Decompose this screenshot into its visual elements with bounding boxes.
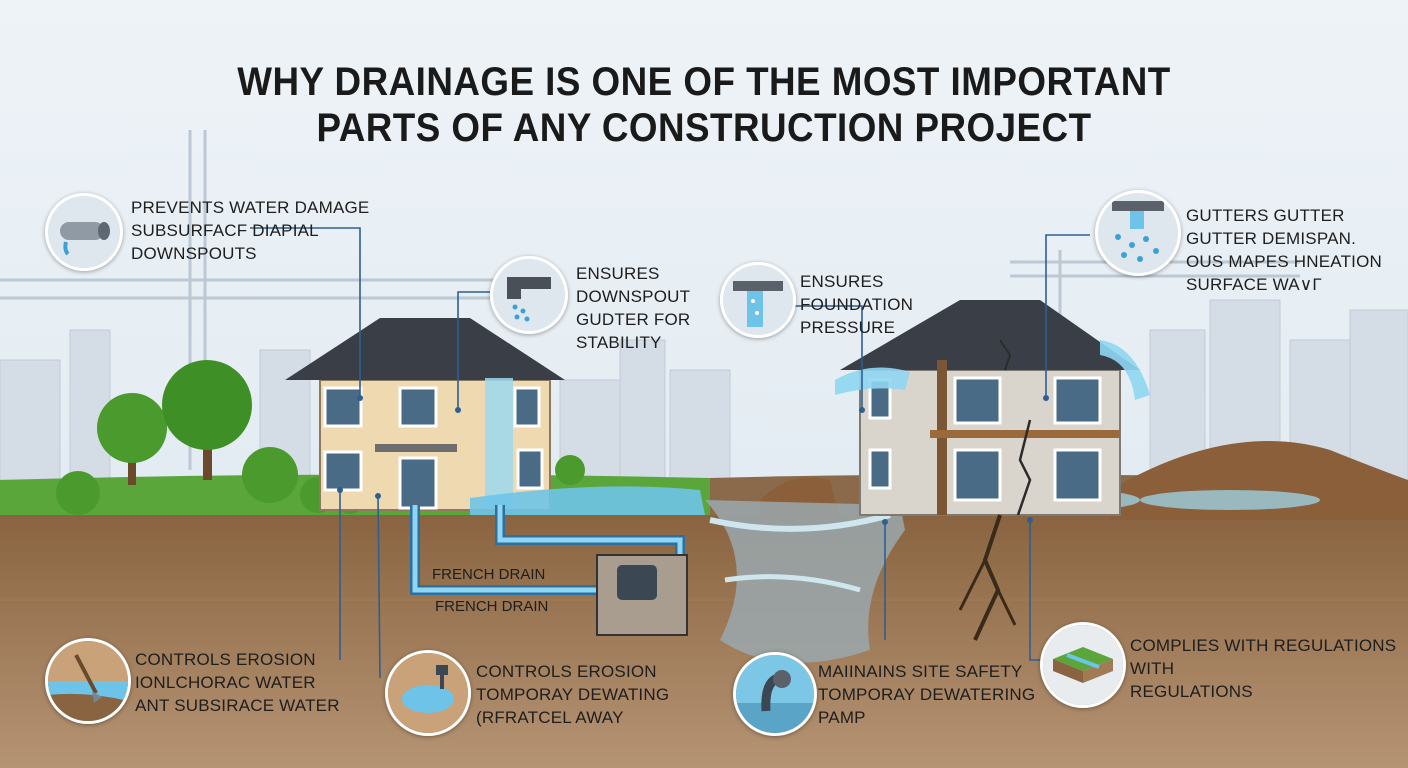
soil xyxy=(0,515,1408,768)
erosion-shovel-icon xyxy=(45,638,131,724)
callout-line: SURFACE WA∨Г xyxy=(1186,275,1322,294)
house-damaged xyxy=(835,300,1150,641)
callout-line: ENSURES xyxy=(800,272,884,291)
callout-line: IONLCHORAC WATER xyxy=(135,673,316,692)
callout-line: TOMPORAY DEWATERING xyxy=(818,685,1036,704)
callout-prevents-water-damage: PREVENTS WATER DAMAGE SUBSURFACF DIAPIAL… xyxy=(131,196,369,265)
dewatering-pond-icon xyxy=(385,650,471,736)
callout-line: FOUNDATION xyxy=(800,295,914,314)
callout-line: MAIINAINS SITE SAFETY xyxy=(818,662,1023,681)
house-good xyxy=(285,318,565,511)
gutter-downspout-icon xyxy=(490,256,568,334)
callout-line: SUBSURFACF DIAPIAL xyxy=(131,221,319,240)
saturated-soil xyxy=(705,500,905,663)
callout-line: PAMP xyxy=(818,708,866,727)
dripping-roof-icon xyxy=(1095,190,1181,276)
callout-gutters: GUTTERS GUTTER GUTTER DEMISPAN. OUS MAPE… xyxy=(1186,204,1382,296)
french-drain-label-upper: FRENCH DRAIN xyxy=(432,566,546,583)
callout-line: DOWNSPOUT xyxy=(576,287,691,306)
title-line-2: PARTS OF ANY CONSTRUCTION PROJECT xyxy=(316,106,1092,150)
dewatering-pump-icon xyxy=(733,652,817,736)
callout-maintains-site-safety: MAIINAINS SITE SAFETY TOMPORAY DEWATERIN… xyxy=(818,660,1035,729)
callout-controls-erosion-mid: CONTROLS EROSION TOMPORAY DEWATING (RFRA… xyxy=(476,660,669,729)
gutter-flow-icon xyxy=(720,262,796,338)
title-line-1: WHY DRAINAGE IS ONE OF THE MOST IMPORTAN… xyxy=(237,60,1171,104)
callout-line: DOWNSPOUTS xyxy=(131,244,257,263)
callout-line: GUTTERS GUTTER xyxy=(1186,206,1345,225)
callout-controls-erosion-left: CONTROLS EROSION IONLCHORAC WATER ANT SU… xyxy=(135,648,340,717)
callout-line: WITH xyxy=(1130,659,1175,678)
callout-line: OUS MAPES HNEATION xyxy=(1186,252,1382,271)
callout-line: PRESSURE xyxy=(800,318,896,337)
callout-line: COMPLIES WITH REGULATIONS xyxy=(1130,636,1397,655)
callout-ensures-foundation: ENSURES FOUNDATION PRESSURE xyxy=(800,270,913,339)
callout-line: REGULATIONS xyxy=(1130,682,1253,701)
callout-line: CONTROLS EROSION xyxy=(476,662,657,681)
callout-line: GUTTER DEMISPAN. xyxy=(1186,229,1357,248)
callout-line: GUDTER FOR xyxy=(576,310,691,329)
callout-complies-regulations: COMPLIES WITH REGULATIONS WITH REGULATIO… xyxy=(1130,634,1396,703)
french-drain-label-lower: FRENCH DRAIN xyxy=(435,598,549,615)
regulation-layers-icon xyxy=(1040,622,1126,708)
surface-water-left xyxy=(470,486,705,515)
drain-pipe-icon xyxy=(45,193,123,271)
callout-ensures-downspout: ENSURES DOWNSPOUT GUDTER FOR STABILITY xyxy=(576,262,690,354)
callout-line: CONTROLS EROSION xyxy=(135,650,316,669)
trees xyxy=(56,360,585,515)
callout-line: TOMPORAY DEWATING xyxy=(476,685,670,704)
callout-line: PREVENTS WATER DAMAGE xyxy=(131,198,370,217)
callout-line: (RFRATCEL AWAY xyxy=(476,708,624,727)
callout-line: ENSURES xyxy=(576,264,660,283)
callout-line: STABILITY xyxy=(576,333,662,352)
callout-line: ANT SUBSIRACE WATER xyxy=(135,696,340,715)
